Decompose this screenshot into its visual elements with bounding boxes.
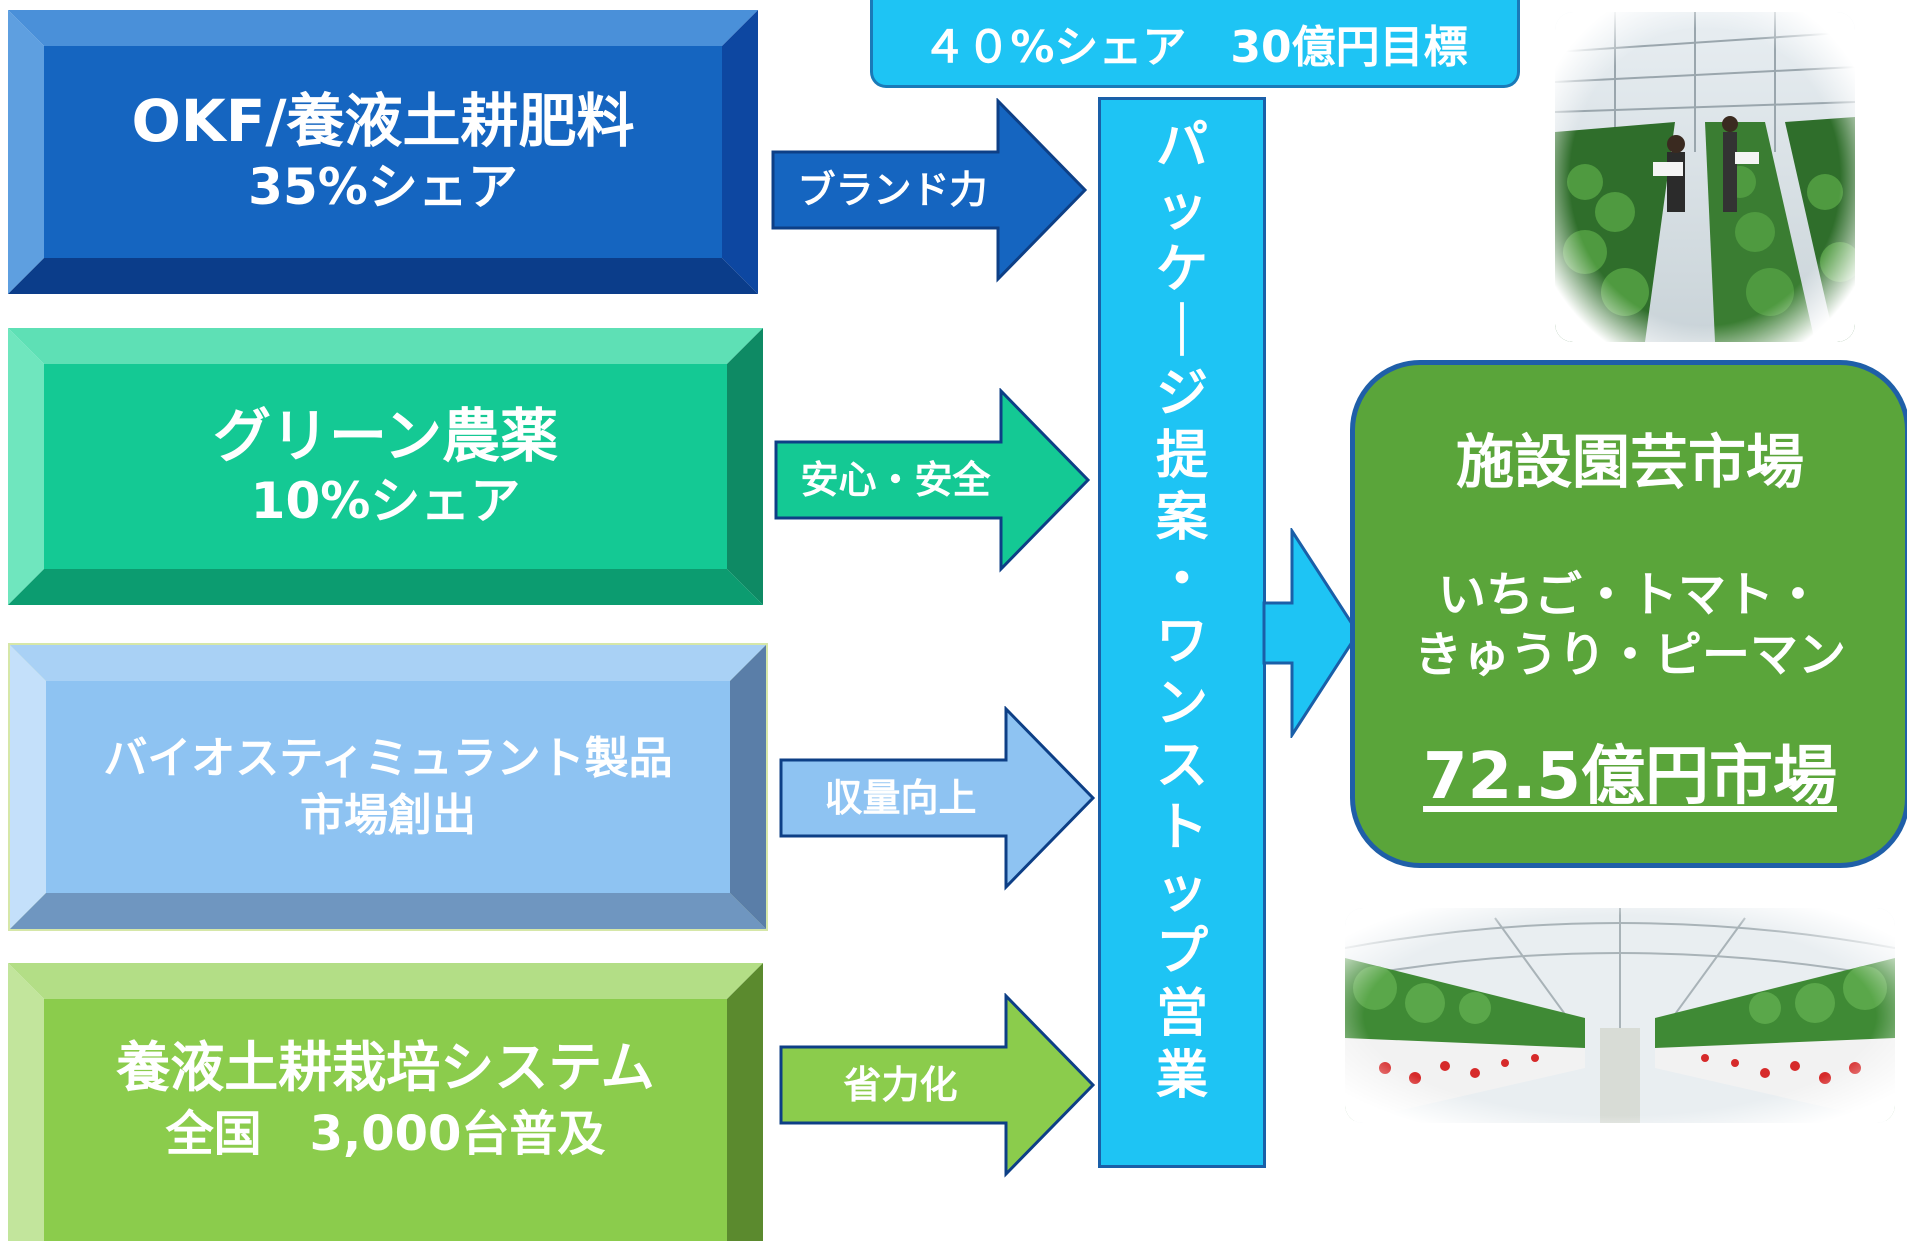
arrow-shape — [774, 388, 1091, 573]
package-sales-char: ト — [1155, 798, 1208, 858]
bevel-frame-4 — [8, 963, 763, 1241]
greenhouse-workers-photo — [1555, 12, 1855, 342]
arrow-shape — [779, 706, 1096, 891]
package-sales-char: ワ — [1155, 612, 1208, 672]
market-size: 72.5億円市場 — [1423, 740, 1837, 814]
box-biostimulant: バイオスティミュラント製品 市場創出 — [8, 643, 768, 931]
bevel-frame-3 — [8, 643, 768, 931]
package-sales-char: 案 — [1155, 488, 1208, 548]
arrow-label: 省力化 — [843, 1063, 958, 1107]
box-title: グリーン農薬 — [212, 401, 559, 470]
arrow-shape — [771, 98, 1088, 283]
box-title: OKF/養液土耕肥料 — [131, 87, 635, 156]
box-subtitle: 10%シェア — [250, 472, 521, 531]
package-sales-char: ジ — [1155, 364, 1208, 424]
horticulture-market-box: 施設園芸市場 いちご・トマト・ きゅうり・ピーマン 72.5億円市場 — [1350, 360, 1907, 868]
strawberry-greenhouse-photo — [1345, 908, 1895, 1123]
arrow-shape — [779, 993, 1096, 1178]
package-sales-char: ッ — [1155, 178, 1208, 238]
box-okf-fertilizer: OKF/養液土耕肥料 35%シェア — [8, 10, 758, 294]
package-sales-char: パ — [1155, 116, 1208, 176]
package-sales-char: 営 — [1155, 984, 1208, 1044]
package-sales-char: ン — [1155, 674, 1208, 734]
bevel-frame-1 — [8, 10, 758, 294]
arrow-labor-saving: 省力化 — [778, 993, 1098, 1178]
package-sales-bar: パッケ｜ジ提案・ワンストップ営業 — [1098, 97, 1266, 1168]
arrow-to-market — [1262, 525, 1362, 741]
arrow-brand-power: ブランド力 — [770, 98, 1090, 283]
package-sales-char: 業 — [1155, 1046, 1208, 1106]
target-banner: ４０%シェア 30億円目標 — [870, 0, 1520, 88]
arrow-label: ブランド力 — [797, 168, 988, 212]
box-title: バイオスティミュラント製品 — [103, 732, 673, 784]
box-title: 養液土耕栽培システム — [116, 1035, 655, 1099]
package-sales-char: プ — [1155, 922, 1208, 982]
package-sales-text: パッケ｜ジ提案・ワンストップ営業 — [1101, 120, 1263, 1112]
market-crops-line2: きゅうり・ピーマン — [1413, 627, 1846, 683]
box-subtitle: 市場創出 — [300, 790, 476, 841]
arrow-safety: 安心・安全 — [773, 388, 1093, 573]
arrow-label: 安心・安全 — [800, 458, 991, 502]
package-sales-char: ケ — [1155, 240, 1208, 300]
market-title: 施設園芸市場 — [1455, 428, 1804, 496]
arrow-yield-increase: 収量向上 — [778, 706, 1098, 891]
target-banner-text: ４０%シェア 30億円目標 — [922, 21, 1468, 73]
box-subtitle: 全国 3,000台普及 — [165, 1105, 606, 1162]
package-sales-char: 提 — [1155, 426, 1208, 486]
market-crops-line1: いちご・トマト・ — [1437, 567, 1822, 623]
box-cultivation-system: 養液土耕栽培システム 全国 3,000台普及 — [8, 963, 763, 1241]
package-sales-char: ッ — [1155, 860, 1208, 920]
package-sales-char: ・ — [1155, 550, 1208, 610]
arrow-label: 収量向上 — [824, 776, 977, 820]
box-subtitle: 35%シェア — [248, 157, 518, 216]
bevel-frame-2 — [8, 328, 763, 605]
box-green-pesticide: グリーン農薬 10%シェア — [8, 328, 763, 605]
arrow-to-market-shape — [1262, 525, 1360, 741]
package-sales-char: ｜ — [1155, 302, 1208, 362]
package-sales-char: ス — [1155, 736, 1208, 796]
